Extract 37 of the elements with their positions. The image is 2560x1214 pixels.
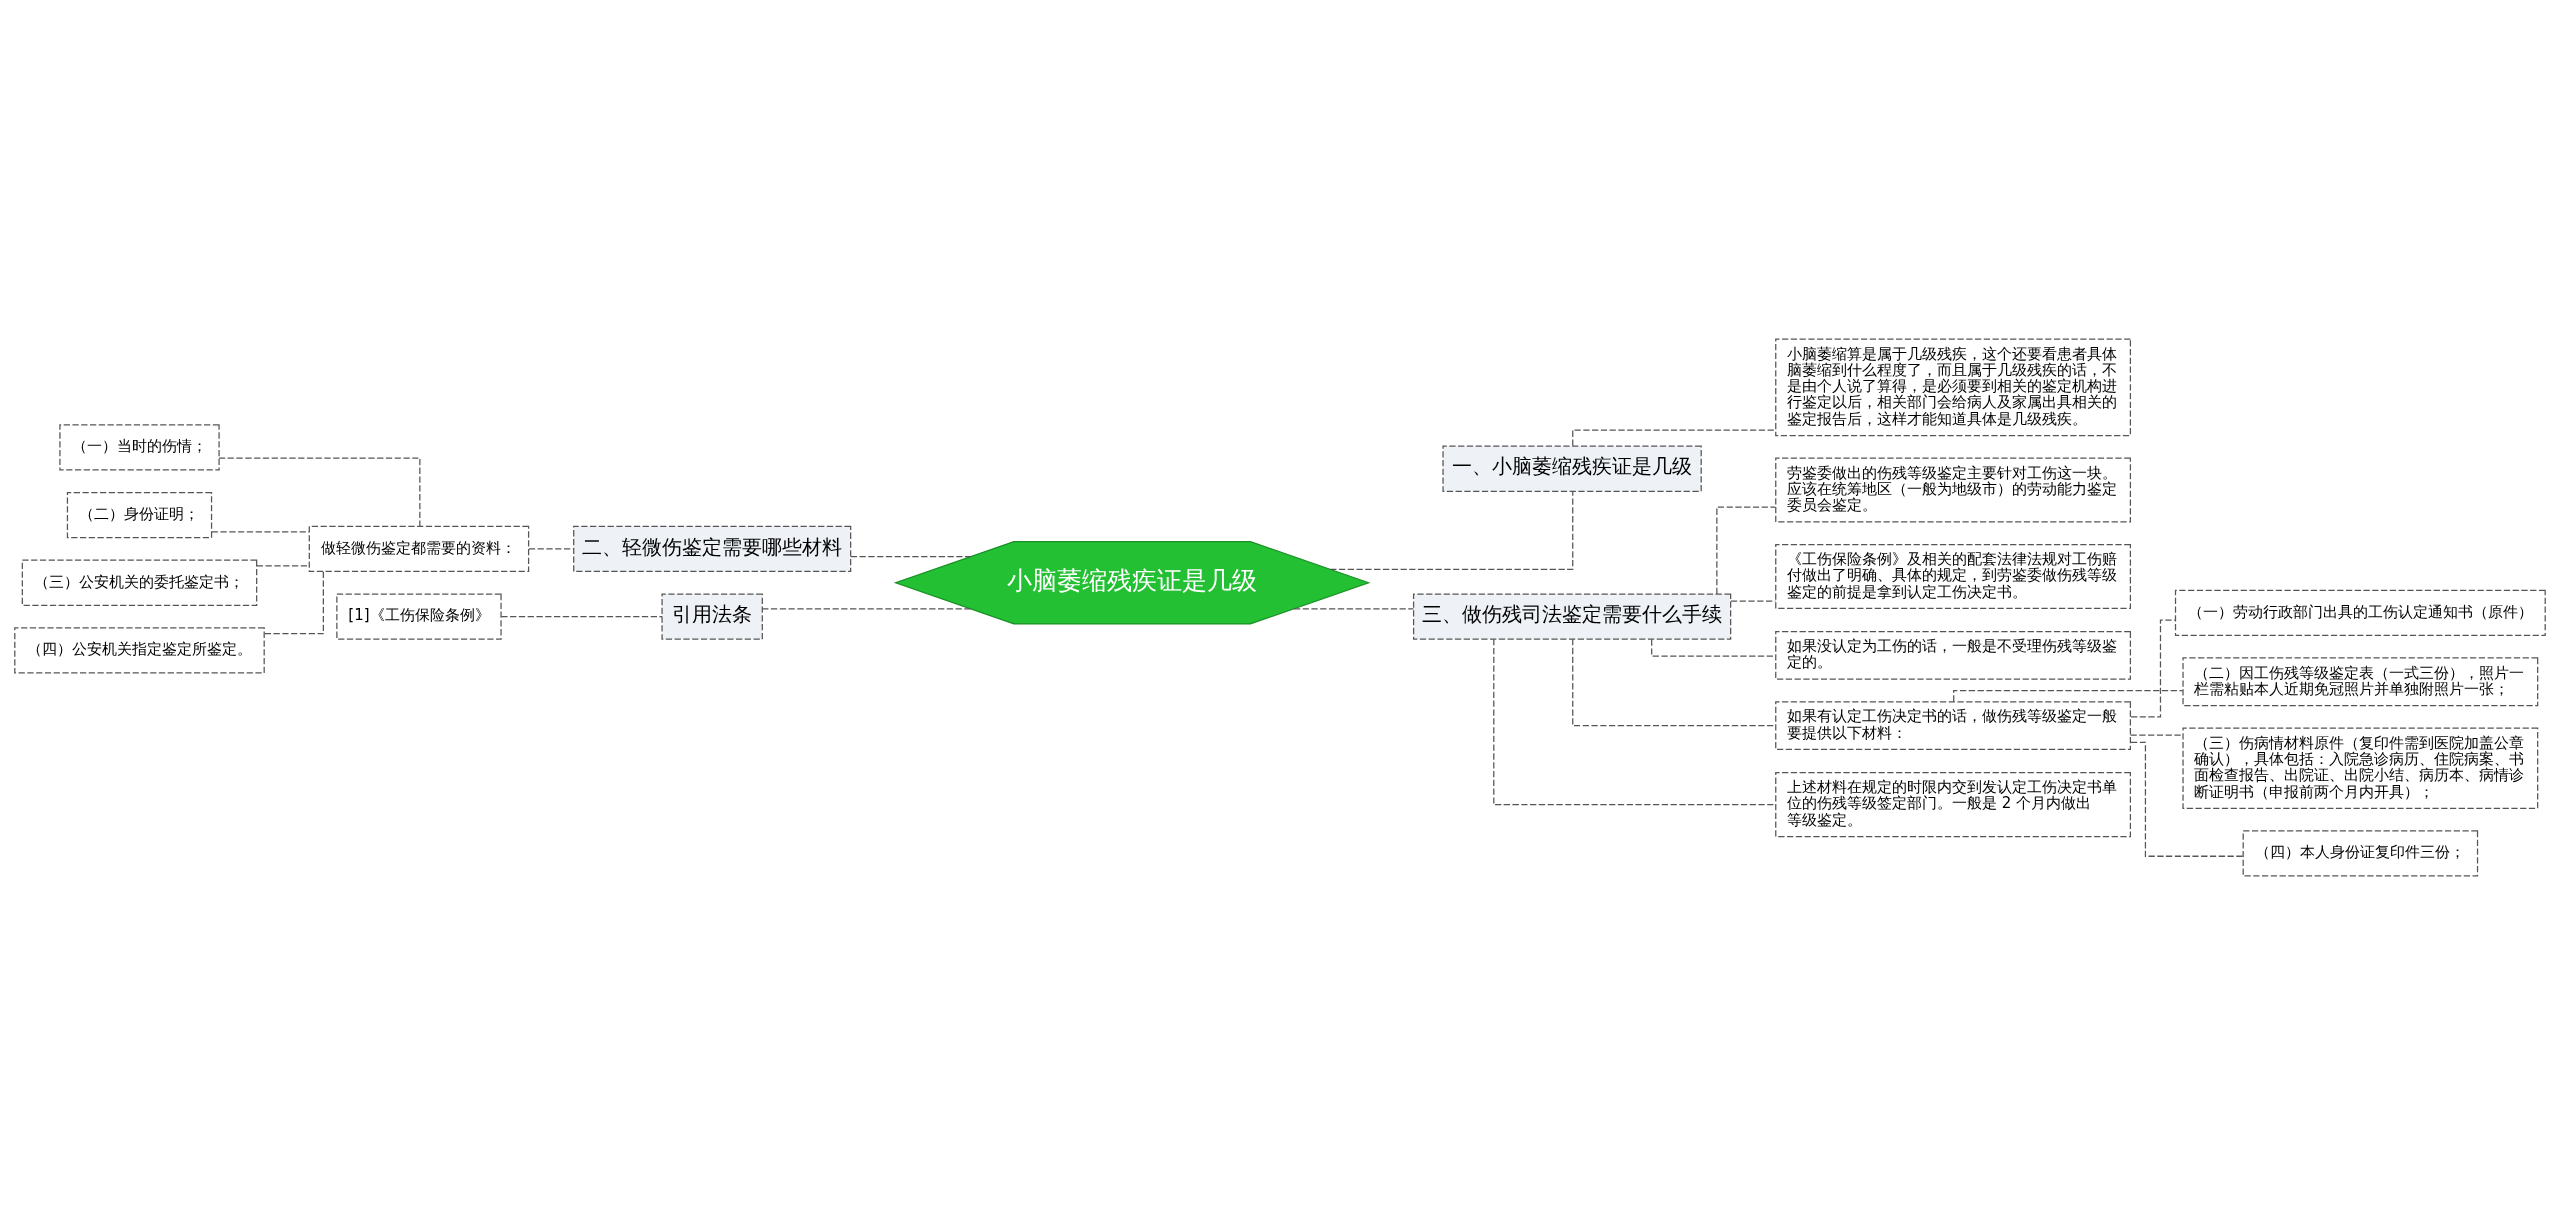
- node-box: （一）劳动行政部门出具的工伤认定通知书（原件）: [2174, 589, 2546, 636]
- connector: [1329, 490, 1574, 570]
- node-box: （四）公安机关指定鉴定所鉴定。: [14, 626, 265, 674]
- connector: [211, 530, 310, 533]
- connector: [1572, 638, 1777, 726]
- connector: [218, 456, 421, 527]
- connector: [528, 547, 574, 550]
- connector: [500, 615, 663, 617]
- node-box: 三、做伤残司法鉴定需要什么手续: [1412, 592, 1732, 640]
- node-box: 做轻微伤鉴定都需要的资料：: [308, 525, 530, 572]
- node-box: 如果有认定工伤决定书的话，做伤残等级鉴定一般要提供以下材料：: [1775, 700, 2132, 750]
- node-box: 《工伤保险条例》及相关的配套法律法规对工伤赔付做出了明确、具体的规定，到劳鉴委做伤残等级鉴定的前提是拿到认定工伤决定书。: [1775, 543, 2132, 609]
- node-box: （三）公安机关的委托鉴定书；: [21, 559, 258, 606]
- node-box: 劳鉴委做出的伤残等级鉴定主要针对工伤这一块。应该在统筹地区（一般为地级市）的劳动能力鉴定委员会鉴定。: [1775, 456, 2132, 523]
- connector: [1493, 638, 1777, 805]
- connector: [2129, 734, 2184, 736]
- connector: [761, 607, 972, 609]
- connector: [2130, 741, 2244, 857]
- node-box: （一）当时的伤情；: [59, 423, 220, 471]
- node-box: [1]《工伤保险条例》: [336, 592, 502, 640]
- connector: [1953, 689, 2184, 702]
- connector: [256, 564, 310, 566]
- node-box: 引用法条: [661, 592, 763, 640]
- connector: [264, 570, 324, 634]
- node-box: 一、小脑萎缩残疾证是几级: [1442, 445, 1702, 492]
- node-box: （三）伤病情材料原件（复印件需到医院加盖公章确认），具体包括：入院急诊病历、住院病案、书面检查报告、出院证、出院小结、病历本、病情诊断证明书（申报前两个月内开具）；: [2182, 727, 2539, 809]
- node-box: 上述材料在规定的时限内交到发认定工伤决定书单位的伤残等级签定部门。一般是 2 个月内做出等级鉴定。: [1775, 771, 2132, 837]
- node-box: 如果没认定为工伤的话，一般是不受理伤残等级鉴定的。: [1775, 630, 2132, 680]
- connector: [1572, 429, 1777, 446]
- node-box: （四）本人身份证复印件三份；: [2242, 829, 2479, 877]
- node-box: 小脑萎缩算是属于几级残疾，这个还要看患者具体脑萎缩到什么程度了，而且属于几级残疾的话，不是由个人说了算得，是必须要到相关的鉴定机构进行鉴定以后，相关部门会给病人及家属出具相关的鉴定报告后，这样才能知道具体是几级残疾。: [1775, 337, 2132, 436]
- connector: [850, 555, 972, 557]
- connector: [1716, 506, 1776, 595]
- node-box: （二）因工伤残等级鉴定表（一式三份），照片一栏需粘贴本人近期免冠照片并单独附照片一张；: [2182, 656, 2539, 706]
- node-box: （二）身份证明；: [66, 491, 213, 538]
- connector: [1730, 600, 1777, 602]
- node-box: 二、轻微伤鉴定需要哪些材料: [573, 525, 852, 572]
